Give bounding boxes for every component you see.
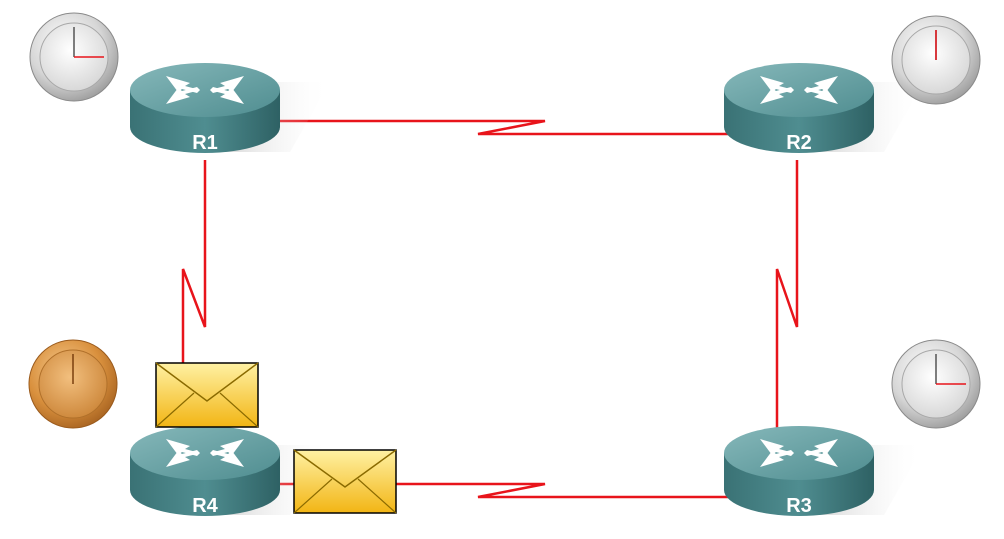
clock-r4-icon — [29, 340, 117, 428]
router-label: R2 — [786, 132, 812, 154]
envelope-r4-to-r3-icon — [294, 450, 396, 513]
router-r3[interactable]: R3 — [724, 426, 924, 517]
link-r1-r2 — [278, 121, 742, 134]
router-label: R3 — [786, 495, 812, 517]
envelope-r4-to-r1-icon — [156, 363, 258, 427]
clock-r1-icon — [30, 13, 118, 101]
router-top — [130, 426, 280, 480]
router-top — [130, 63, 280, 117]
clock-r2-icon — [892, 16, 980, 104]
router-label: R4 — [192, 495, 218, 517]
router-top — [724, 63, 874, 117]
router-r2[interactable]: R2 — [724, 63, 924, 154]
link-r2-r3 — [777, 160, 797, 430]
router-top — [724, 426, 874, 480]
router-label: R1 — [192, 132, 218, 154]
router-r1[interactable]: R1 — [130, 63, 330, 154]
clock-r3-icon — [892, 340, 980, 428]
